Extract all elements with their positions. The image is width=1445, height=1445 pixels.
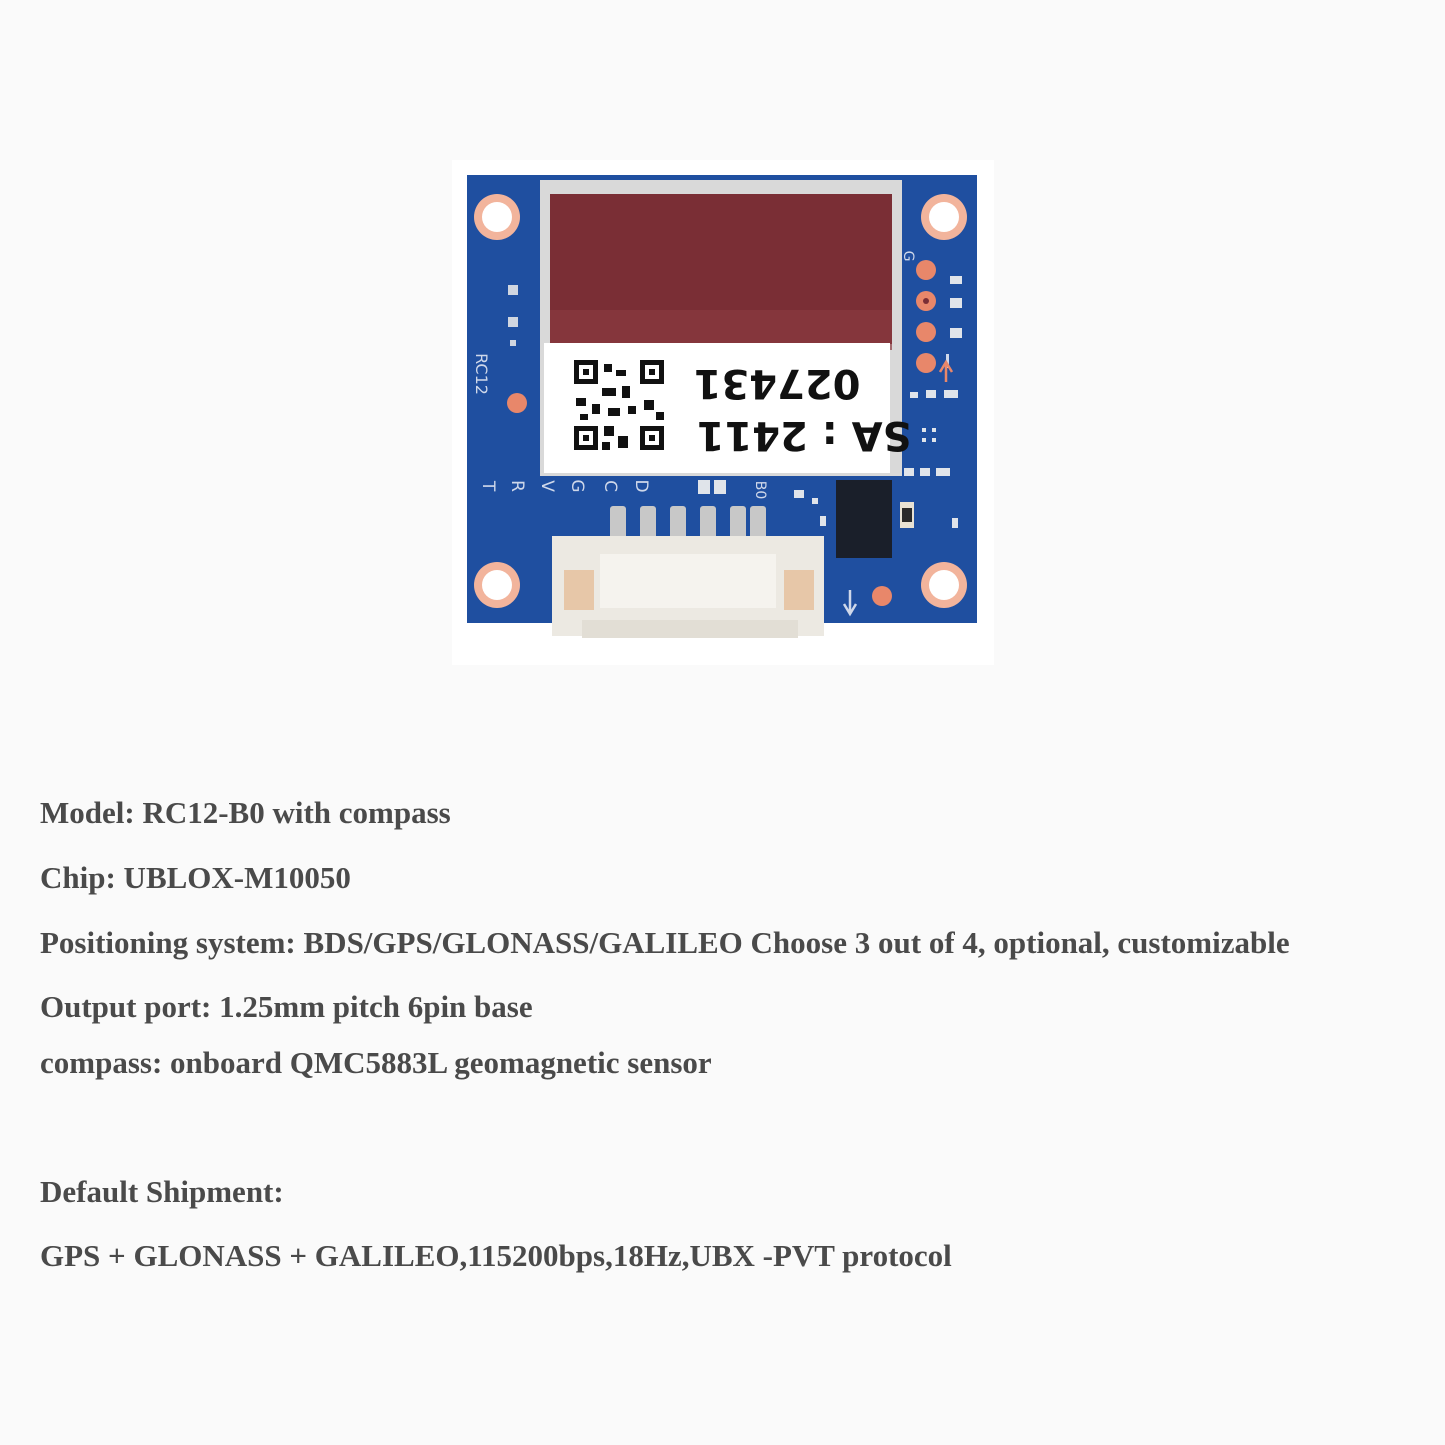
- spec-output-port: Output port: 1.25mm pitch 6pin base: [40, 989, 533, 1024]
- pad: [507, 393, 527, 413]
- mounting-holes: [474, 194, 967, 608]
- connector-label: B0: [752, 481, 768, 500]
- shipment-heading: Default Shipment:: [40, 1174, 284, 1209]
- product-photo: 027431 SA : 2411 RC12 T R V G C D B0 G: [452, 160, 994, 665]
- serial-label: [544, 343, 890, 473]
- pin-label-t: T: [478, 480, 498, 492]
- qr-code: [574, 360, 664, 450]
- pad-label: G: [900, 251, 916, 262]
- spec-positioning: Positioning system: BDS/GPS/GLONASS/GALI…: [40, 925, 1290, 960]
- spec-model: Model: RC12-B0 with compass: [40, 795, 451, 830]
- spec-chip: Chip: UBLOX-M10050: [40, 860, 351, 895]
- label-code: SA : 2411: [697, 412, 912, 458]
- pin-label-v: V: [537, 480, 557, 492]
- pin-labels: T R V G C D B0 G: [478, 251, 916, 500]
- pin-label-r: R: [507, 480, 527, 492]
- pin-label-d: D: [631, 479, 651, 492]
- spec-compass: compass: onboard QMC5883L geomagnetic se…: [40, 1045, 712, 1080]
- six-pin-connector[interactable]: [552, 506, 824, 638]
- pin-label-c: C: [600, 480, 620, 492]
- label-number: 027431: [694, 360, 861, 406]
- gps-module-board: 027431 SA : 2411 RC12 T R V G C D B0 G: [467, 175, 977, 638]
- compass-chip: [836, 480, 892, 558]
- pin-label-g: G: [567, 479, 587, 492]
- right-pads: [904, 260, 962, 476]
- board-name: RC12: [472, 353, 491, 395]
- shipment-detail: GPS + GLONASS + GALILEO,115200bps,18Hz,U…: [40, 1238, 952, 1273]
